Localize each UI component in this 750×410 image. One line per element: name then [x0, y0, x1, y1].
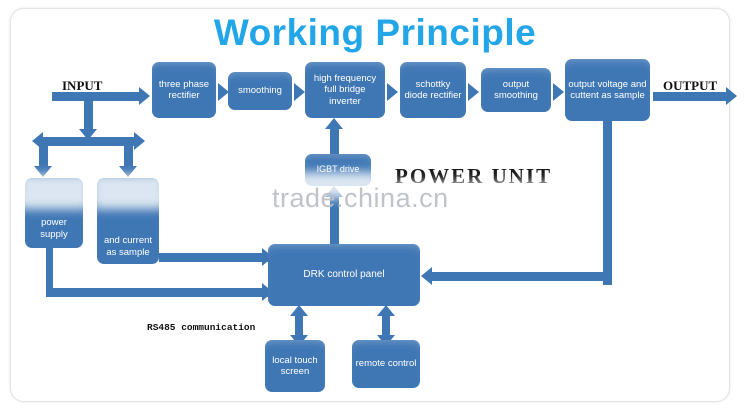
left-bus-head-right [134, 132, 145, 150]
block-voltage-current-sample: and current as sample [97, 178, 159, 264]
arrow-output-smoothing-to-sample [553, 83, 564, 101]
block-smoothing: smoothing [228, 72, 292, 110]
block-three-phase-rectifier: three phase rectifier [152, 62, 216, 118]
drk-touchscreen-head-up [290, 305, 308, 316]
arrow-smoothing-to-inverter [294, 83, 305, 101]
output-label: OUTPUT [663, 78, 718, 93]
output-arrow-head [726, 87, 737, 105]
power-supply-to-drk-head [262, 283, 273, 301]
power-supply-right-shaft [46, 288, 268, 297]
drk-touchscreen-shaft [295, 315, 303, 337]
block-auxiliary-power-supply: power supply [25, 178, 83, 248]
drop-to-sample-shaft [124, 146, 133, 168]
block-remote-control: remote control [352, 340, 420, 388]
block-drk-control-panel: DRK control panel [268, 244, 420, 306]
block-igbt-drive: IGBT drive [305, 154, 371, 186]
output-arrow-shaft [653, 92, 727, 101]
block-schottky-diode-rectifier: schottky diode rectifier [400, 62, 466, 118]
rs485-label: RS485 communication [147, 322, 256, 333]
feedback-to-drk-head [421, 267, 432, 285]
input-arrow-head [139, 87, 150, 105]
block-high-frequency-inverter: high frequency full bridge inverter [305, 62, 385, 118]
input-branch-shaft [84, 101, 93, 131]
igbt-to-inverter-shaft [330, 128, 339, 154]
drk-to-igbt-shaft [330, 196, 339, 244]
drop-to-power-supply-head [34, 166, 52, 177]
power-unit-label: POWER UNIT [395, 164, 553, 188]
input-label: INPUT [62, 78, 103, 93]
feedback-left-shaft [432, 272, 607, 281]
block-output-voltage-current-sample: output voltage and cuttent as sample [565, 59, 650, 121]
block-local-touch-screen: local touch screen [265, 340, 325, 392]
drop-to-sample-head [119, 166, 137, 177]
input-arrow-shaft [52, 92, 140, 101]
arrow-rectifier-to-smoothing [218, 83, 229, 101]
input-branch-head [79, 129, 97, 140]
left-bus-shaft [43, 137, 135, 146]
igbt-to-inverter-head [325, 118, 343, 129]
sample-to-drk-shaft [159, 253, 269, 262]
page-title: Working Principle [213, 12, 537, 53]
drk-to-igbt-head [325, 186, 343, 197]
arrow-schottky-to-output-smoothing [468, 83, 479, 101]
power-supply-down-shaft [46, 248, 53, 294]
arrow-inverter-to-schottky [387, 83, 398, 101]
drk-remote-head-up [377, 305, 395, 316]
sample-to-drk-head [262, 248, 273, 266]
drk-remote-shaft [382, 315, 390, 337]
block-output-smoothing: output smoothing [481, 68, 551, 112]
feedback-down-shaft [603, 121, 612, 285]
left-bus-head-left [32, 132, 43, 150]
drop-to-power-supply-shaft [39, 146, 48, 168]
